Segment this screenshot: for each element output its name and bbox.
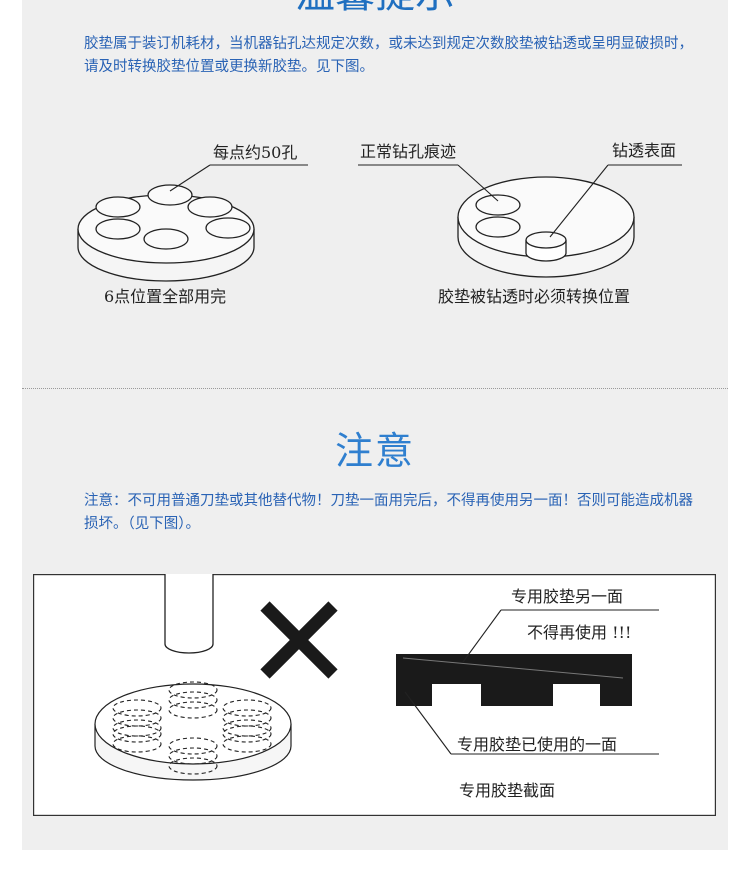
pad-usage-diagram: 每点约50孔 6点位置全部用完 正常钻孔痕迹 钻透表面 胶垫被钻透时必须转换位置 bbox=[77, 141, 682, 306]
label-normal-mark: 正常钻孔痕迹 bbox=[360, 142, 456, 161]
label-used-side: 专用胶垫已使用的一面 bbox=[457, 735, 617, 754]
caption-section: 专用胶垫截面 bbox=[459, 781, 555, 800]
section-divider bbox=[22, 388, 728, 389]
cross-mark bbox=[260, 601, 338, 679]
dashed-cylinders bbox=[112, 681, 272, 775]
caption-right: 胶垫被钻透时必须转换位置 bbox=[438, 287, 630, 306]
label-no-reuse: 不得再使用 !!! bbox=[527, 623, 631, 642]
pad-disc-dashed bbox=[94, 683, 292, 781]
caption-left: 6点位置全部用完 bbox=[104, 287, 226, 306]
notice-title: 注意 bbox=[334, 429, 415, 473]
page-title: 温馨提示 bbox=[0, 0, 750, 14]
notice-text: 注意：不可用普通刀垫或其他替代物！刀垫一面用完后，不得再使用另一面！否则可能造成… bbox=[84, 493, 693, 532]
left-pad-disc bbox=[77, 184, 255, 282]
punch-rod bbox=[164, 574, 214, 654]
tip-text: 胶垫属于装订机耗材，当机器钻孔达规定次数，或未达到规定次数胶垫被钻透或呈明显破损… bbox=[84, 36, 693, 75]
right-pad-disc bbox=[457, 176, 635, 278]
label-each-point: 每点约50孔 bbox=[213, 143, 297, 162]
label-other-side: 专用胶垫另一面 bbox=[511, 587, 623, 606]
warning-diagram: 专用胶垫另一面 不得再使用 !!! 专用胶垫已使用的一面 专用胶垫截面 bbox=[33, 574, 716, 816]
label-drilled-surface: 钻透表面 bbox=[612, 141, 676, 160]
pad-cross-section bbox=[396, 654, 632, 706]
